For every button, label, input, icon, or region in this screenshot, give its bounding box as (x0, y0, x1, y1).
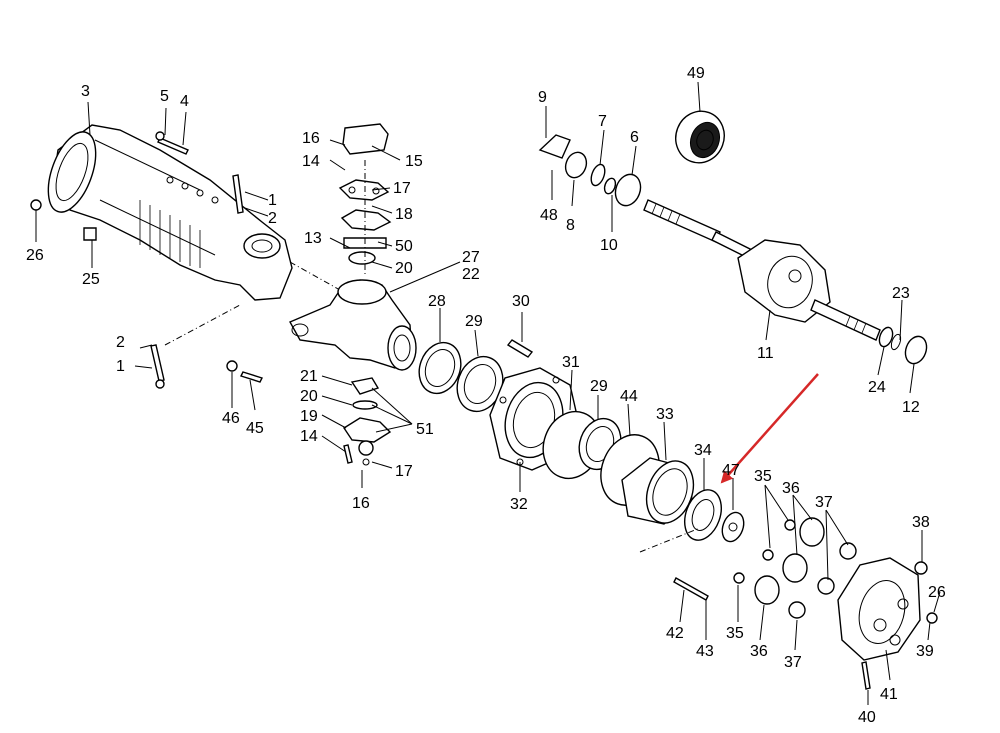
label-33: 33 (656, 406, 674, 423)
label-41: 41 (880, 686, 898, 703)
label-43: 43 (696, 643, 714, 660)
label-22: 22 (462, 266, 480, 283)
label-38: 38 (912, 514, 930, 531)
label-14-top: 14 (302, 153, 320, 170)
part-labels: 3 5 4 1 2 26 25 2 1 46 45 16 15 14 17 18… (26, 65, 946, 726)
label-4: 4 (180, 93, 189, 110)
axle-shaft-with-joint (643, 199, 928, 365)
label-14-bottom: 14 (300, 428, 318, 445)
label-17-top: 17 (393, 180, 411, 197)
label-26-left: 26 (26, 247, 44, 264)
label-16-bottom: 16 (352, 495, 370, 512)
label-51: 51 (416, 421, 434, 438)
label-5: 5 (160, 88, 169, 105)
label-24: 24 (868, 379, 886, 396)
ring-gear (621, 457, 695, 525)
label-21: 21 (300, 368, 318, 385)
label-15: 15 (405, 153, 423, 170)
label-28: 28 (428, 293, 446, 310)
label-17-bottom: 17 (395, 463, 413, 480)
bearing-seal-28-29 (418, 339, 534, 413)
steering-knuckle (289, 279, 417, 371)
label-20-bottom: 20 (300, 388, 318, 405)
label-48: 48 (540, 207, 558, 224)
label-25: 25 (82, 271, 100, 288)
label-46: 46 (222, 410, 240, 427)
label-31: 32 (510, 496, 528, 513)
label-2-top: 2 (268, 210, 277, 227)
label-19: 19 (300, 408, 318, 425)
label-36-bottom: 36 (750, 643, 768, 660)
bolt-set-1-2 (30, 199, 263, 389)
label-2-bottom: 2 (116, 334, 125, 351)
label-11: 11 (757, 345, 774, 362)
shaft-small-parts (538, 134, 642, 207)
label-35-bottom: 35 (726, 625, 744, 642)
label-3: 3 (81, 83, 90, 100)
label-18: 18 (395, 206, 413, 223)
label-1-top: 1 (268, 192, 277, 209)
label-29-second: 29 (590, 378, 608, 395)
label-42: 42 (666, 625, 684, 642)
label-35-top: 35 (754, 468, 772, 485)
label-13: 13 (304, 230, 322, 247)
label-6: 6 (630, 129, 639, 146)
label-8: 8 (566, 217, 575, 234)
label-44: 44 (620, 388, 638, 405)
label-26-right: 26 (928, 584, 946, 601)
planet-cover (837, 557, 938, 690)
label-23: 23 (892, 285, 910, 302)
leader-lines (35, 81, 941, 705)
label-32: 31 (562, 354, 580, 371)
label-47: 47 (722, 462, 740, 479)
label-30: 30 (512, 293, 530, 310)
label-29-top: 29 (465, 313, 483, 330)
label-7: 7 (598, 113, 607, 130)
kingpin-lower-stack (343, 377, 392, 466)
label-45: 45 (246, 420, 264, 437)
label-36-top: 36 (782, 480, 800, 497)
label-16-top: 16 (302, 130, 320, 147)
label-40: 40 (858, 709, 876, 726)
kingpin-upper-stack (338, 123, 392, 275)
bolt-set-4-5 (155, 131, 244, 214)
label-27: 27 (462, 249, 480, 266)
label-39: 39 (916, 643, 934, 660)
label-10: 10 (600, 237, 618, 254)
label-1-bottom: 1 (116, 358, 125, 375)
label-34: 34 (694, 442, 712, 459)
bearing-49 (675, 110, 725, 164)
label-50: 50 (395, 238, 413, 255)
label-12: 12 (902, 399, 920, 416)
highlight-arrow (720, 373, 819, 484)
label-37-bottom: 37 (784, 654, 802, 671)
planet-carrier (684, 489, 745, 543)
label-9: 9 (538, 89, 547, 106)
label-49: 49 (687, 65, 705, 82)
axle-housing (47, 124, 341, 301)
label-37-top: 37 (815, 494, 833, 511)
label-20-top: 20 (395, 260, 413, 277)
